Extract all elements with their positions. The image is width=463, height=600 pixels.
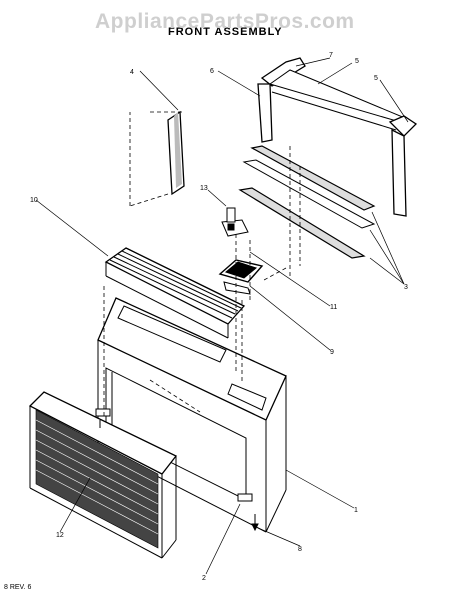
callout-1: 1 <box>354 507 358 514</box>
bracket-part <box>221 207 249 237</box>
rails-part <box>238 145 376 259</box>
callout-5-right: 5 <box>374 75 378 82</box>
callout-10: 10 <box>30 197 38 204</box>
leader-lines <box>35 57 409 575</box>
top-grille-part <box>104 247 246 339</box>
diagram-title: FRONT ASSEMBLY <box>168 26 283 38</box>
side-panel-part <box>167 110 185 196</box>
assembly-guide-lines <box>103 111 301 494</box>
callout-6: 6 <box>210 68 214 75</box>
callout-12: 12 <box>56 532 64 539</box>
callout-2: 2 <box>202 575 206 582</box>
front-grille-part <box>28 391 178 559</box>
callout-4: 4 <box>130 69 134 76</box>
callout-5-top: 5 <box>355 58 359 65</box>
callout-7: 7 <box>329 52 333 59</box>
callout-13: 13 <box>200 185 208 192</box>
callout-3: 3 <box>404 284 408 291</box>
callout-8: 8 <box>298 546 302 553</box>
clips-part <box>95 408 259 532</box>
revision-note: 8 REV. 6 <box>4 584 32 591</box>
callout-11: 11 <box>330 304 337 311</box>
watermark-text: AppliancePartsPros.com <box>95 10 355 33</box>
callout-labels: 4 6 7 5 5 10 13 3 11 9 1 12 2 8 <box>30 52 408 582</box>
control-housing-part <box>218 259 264 295</box>
top-frame-part <box>257 57 418 217</box>
callout-9: 9 <box>330 349 334 356</box>
